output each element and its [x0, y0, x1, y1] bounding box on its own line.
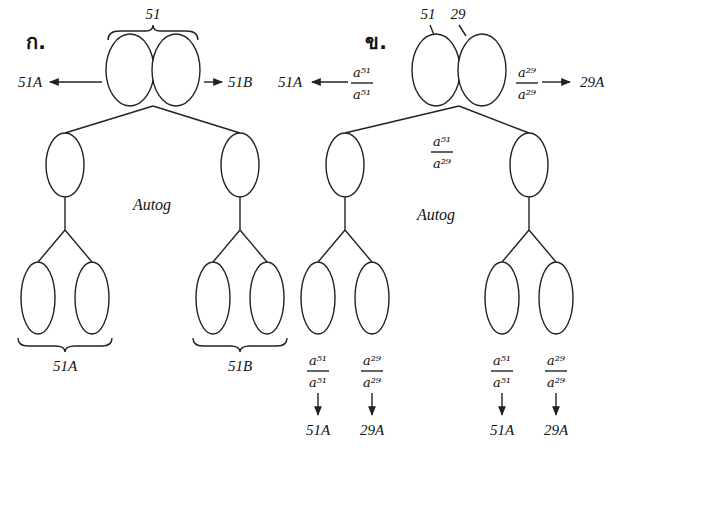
lineage-line [65, 230, 92, 262]
lineage-line [344, 197, 345, 230]
arrow [542, 81, 570, 82]
strain-label: 29A [580, 75, 604, 90]
strain-label: 29A [544, 423, 568, 438]
cell-oval [46, 133, 84, 197]
process-label: Autog [417, 207, 455, 223]
genotype-allele: a²⁹ [547, 354, 565, 367]
strain-label: 51A [306, 423, 330, 438]
genotype-allele: a⁵¹ [493, 354, 511, 367]
arrow [204, 81, 222, 82]
fraction-bar [351, 82, 373, 83]
lineage-line [459, 106, 529, 133]
lineage-line [345, 106, 459, 133]
genotype-allele: a⁵¹ [493, 376, 511, 389]
arrow [501, 393, 502, 415]
cell-oval [458, 34, 506, 106]
fraction-bar [431, 151, 453, 152]
strain-number: 51 [146, 7, 161, 22]
panel-letter: ข. [365, 32, 387, 52]
fraction-bar [491, 370, 513, 371]
brace [18, 338, 112, 352]
strain-label: 51B [228, 75, 252, 90]
process-label: Autog [133, 197, 171, 213]
strain-number: 29 [451, 7, 466, 22]
strain-label: 29A [360, 423, 384, 438]
lineage-line [528, 197, 529, 230]
lineage-line [240, 230, 267, 262]
lineage-line [38, 230, 65, 262]
panel-a [18, 25, 287, 352]
genotype-allele: a²⁹ [547, 376, 565, 389]
genotype-allele: a⁵¹ [353, 88, 371, 101]
strain-label: 51A [18, 75, 42, 90]
genotype-allele: a⁵¹ [433, 135, 451, 148]
panel-b [301, 25, 573, 415]
strain-label: 51A [490, 423, 514, 438]
cell-oval [250, 262, 284, 334]
genotype-allele: a²⁹ [433, 157, 451, 170]
fraction-bar [361, 370, 383, 371]
cell-oval [21, 262, 55, 334]
lineage-line [529, 230, 556, 262]
genotype-allele: a⁵¹ [309, 376, 327, 389]
cell-oval [412, 34, 460, 106]
cell-oval [539, 262, 573, 334]
cell-oval [326, 133, 364, 197]
cell-oval [152, 34, 200, 106]
strain-label: 51A [278, 75, 302, 90]
cell-oval [221, 133, 259, 197]
cell-oval [106, 34, 154, 106]
fraction-bar [516, 82, 538, 83]
lineage-line [239, 197, 240, 230]
genotype-allele: a²⁹ [518, 66, 536, 79]
arrow [371, 393, 372, 415]
arrow [555, 393, 556, 415]
genotype-allele: a²⁹ [518, 88, 536, 101]
strain-label: 51B [228, 359, 252, 374]
cell-oval [301, 262, 335, 334]
brace [193, 338, 287, 352]
cell-oval [485, 262, 519, 334]
fraction-bar [307, 370, 329, 371]
genotype-allele: a²⁹ [363, 376, 381, 389]
lineage-line [345, 230, 372, 262]
panel-letter: ก. [26, 32, 46, 52]
strain-number: 51 [421, 7, 436, 22]
arrow [317, 393, 318, 415]
fraction-bar [545, 370, 567, 371]
tick-line [459, 25, 466, 36]
genotype-allele: a²⁹ [363, 354, 381, 367]
lineage-line [502, 230, 529, 262]
arrow [312, 81, 348, 82]
lineage-line [64, 197, 65, 230]
cell-oval [510, 133, 548, 197]
genotype-allele: a⁵¹ [309, 354, 327, 367]
lineage-line [213, 230, 240, 262]
lineage-line [318, 230, 345, 262]
cell-oval [196, 262, 230, 334]
cell-oval [355, 262, 389, 334]
strain-label: 51A [53, 359, 77, 374]
genotype-allele: a⁵¹ [353, 66, 371, 79]
cell-oval [75, 262, 109, 334]
lineage-line [153, 106, 240, 133]
lineage-line [65, 106, 153, 133]
arrow [50, 81, 102, 82]
